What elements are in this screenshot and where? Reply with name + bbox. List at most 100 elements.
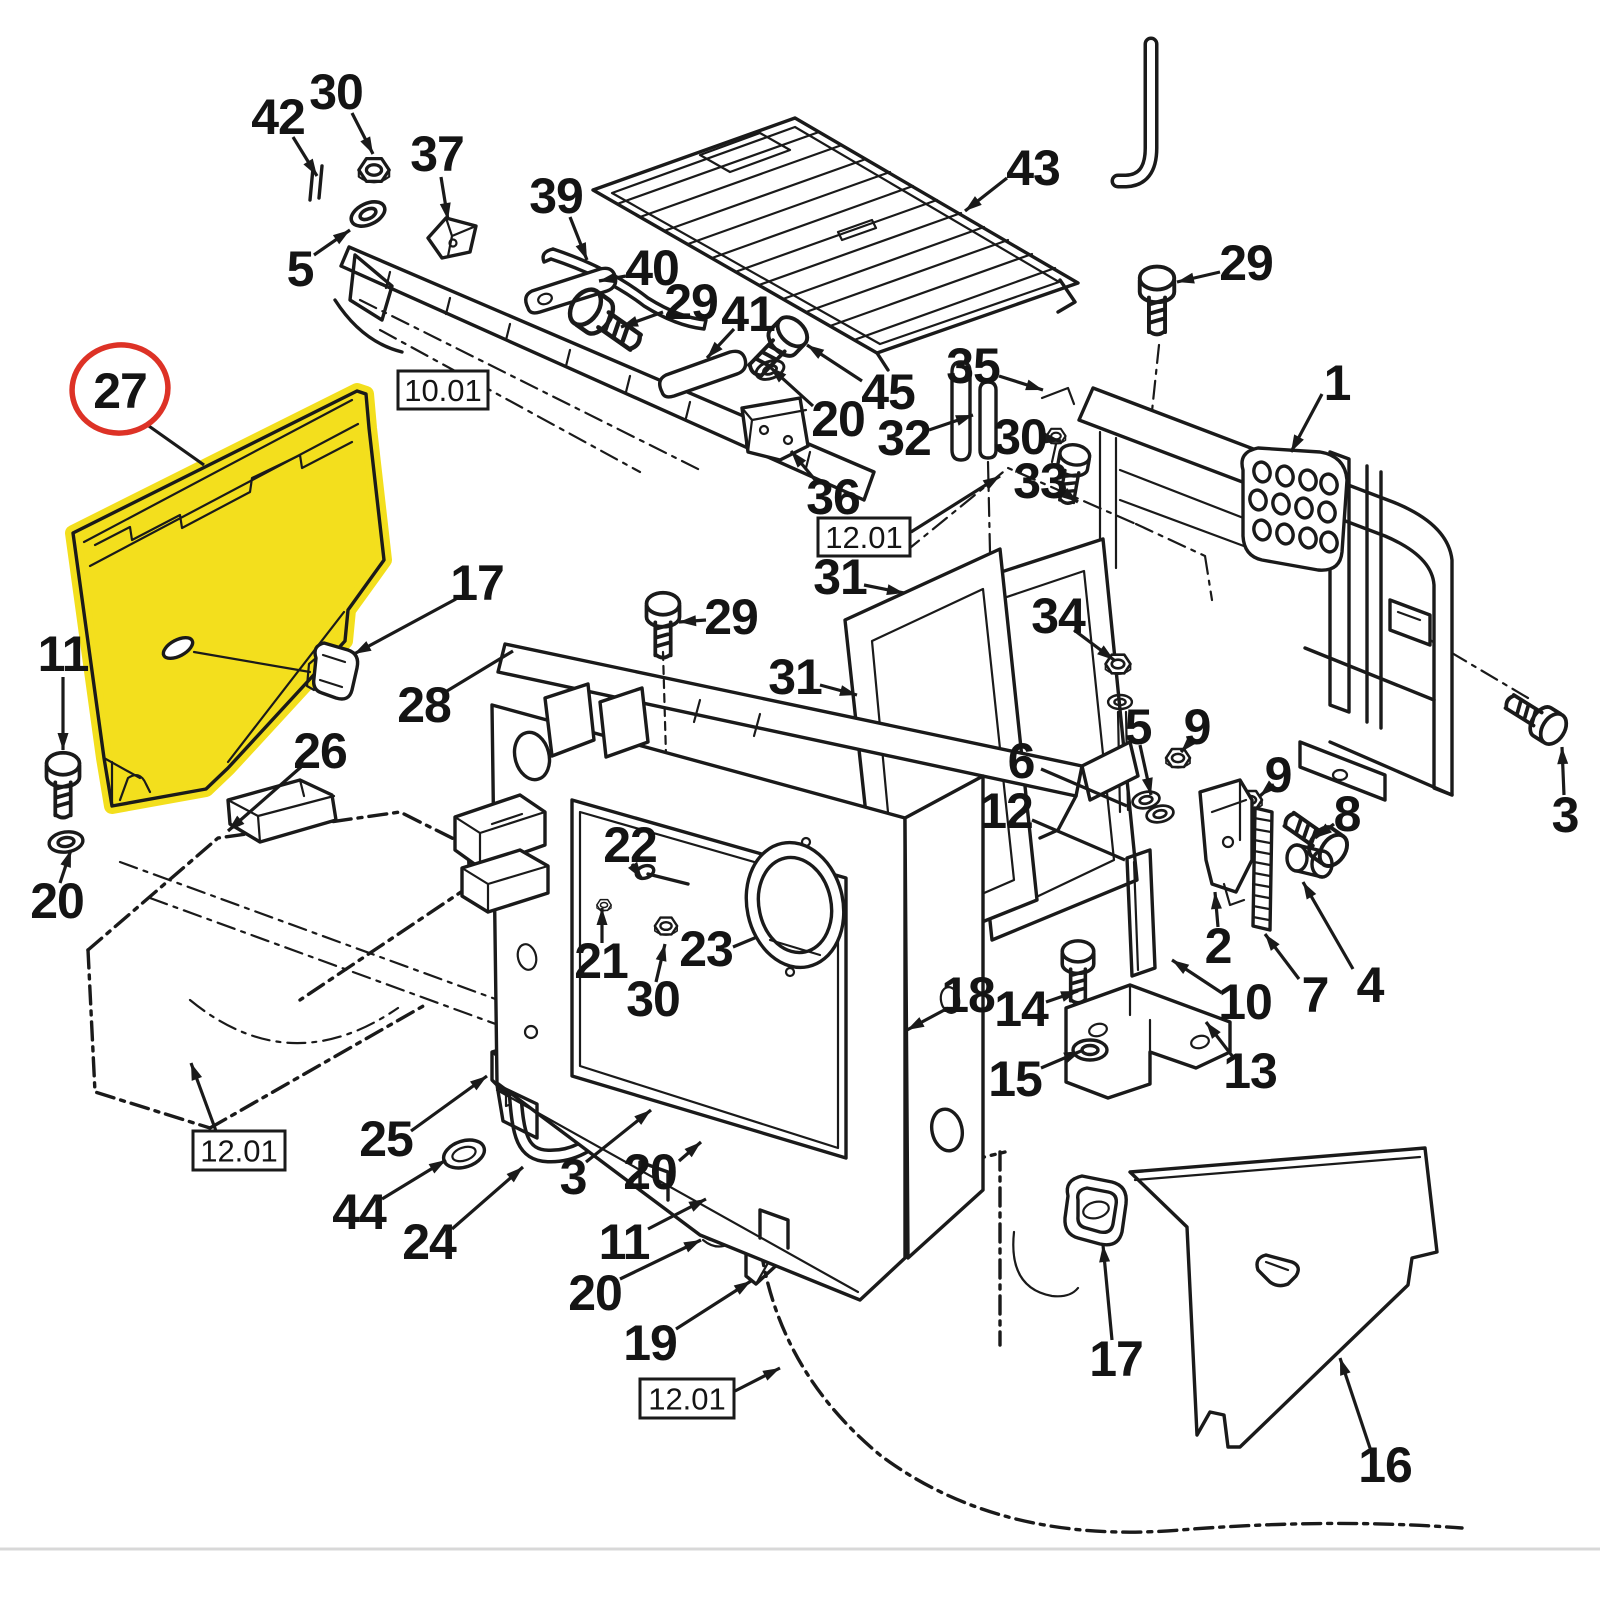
part-10-01-rail-assembly	[308, 156, 876, 502]
callout-37-2: 37	[410, 126, 465, 221]
leader-arrowhead	[679, 615, 697, 627]
callout-number: 2	[1205, 918, 1232, 974]
leader-arrowhead	[332, 230, 350, 245]
leader-arrowhead	[688, 1199, 706, 1212]
leader-line	[145, 422, 205, 467]
leader-arrowhead	[762, 1368, 780, 1381]
leader-arrowhead	[807, 345, 825, 359]
leader-arrowhead	[1315, 823, 1332, 838]
callout-number: 13	[1223, 1043, 1277, 1099]
left-bolt-11-washer-20	[44, 750, 86, 856]
leader-arrowhead	[965, 196, 982, 211]
leader-arrowhead	[955, 415, 973, 426]
callout-45-9: 45	[806, 343, 916, 420]
callout-14-40: 14	[994, 981, 1079, 1037]
callout-number: 19	[623, 1315, 677, 1371]
callout-20-51: 20	[623, 1140, 703, 1200]
callout-number: 1	[1324, 355, 1351, 411]
callout-number: 8	[1334, 786, 1361, 842]
o-ring-44	[441, 1138, 487, 1170]
callout-number: 29	[704, 589, 758, 645]
leader-arrowhead	[839, 685, 857, 696]
callout-33-15: 33	[1013, 453, 1079, 509]
leader-line	[441, 649, 514, 696]
callout-number: 16	[1358, 1437, 1412, 1493]
part-27-highlighted-panel[interactable]	[65, 383, 392, 814]
ref-box-label: 12.01	[648, 1382, 726, 1417]
leader-arrowhead	[621, 316, 639, 327]
leader-arrowhead	[733, 1281, 751, 1295]
callout-3-50: 3	[560, 1108, 652, 1205]
callout-number: 27	[93, 363, 147, 419]
callout-13-39: 13	[1204, 1021, 1278, 1099]
callout-number: 17	[450, 555, 504, 611]
leader-arrowhead	[470, 1076, 487, 1091]
leader-arrowhead	[634, 1110, 651, 1125]
leader-arrowhead	[982, 476, 1000, 490]
callout-number: 45	[861, 364, 915, 420]
callout-number: 29	[664, 274, 718, 330]
leader-line	[732, 935, 758, 949]
callout-number: 33	[1013, 453, 1067, 509]
callout-30-45: 30	[626, 943, 681, 1027]
leader-arrowhead	[596, 908, 608, 925]
callout-number: 9	[1184, 699, 1211, 755]
callout-number: 34	[1031, 588, 1086, 644]
callout-32-13: 32	[877, 410, 974, 466]
callout-40-5: 40	[598, 240, 680, 296]
callout-number: 30	[626, 971, 680, 1027]
callout-number: 44	[332, 1184, 387, 1240]
part-43-grille	[591, 116, 1080, 372]
callout-number: 40	[625, 240, 679, 296]
callout-number: 37	[410, 126, 464, 182]
callout-26-26: 26	[226, 723, 348, 833]
callout-number: 25	[359, 1111, 413, 1167]
bracket-13-mount	[1060, 939, 1232, 1100]
leader-arrowhead	[1097, 645, 1114, 660]
leader-arrowhead	[1141, 777, 1153, 795]
callout-8-33: 8	[1314, 786, 1362, 842]
callout-number: 4	[1357, 957, 1385, 1013]
leader-arrowhead	[1025, 379, 1043, 391]
bolt-29-top-right	[1137, 264, 1177, 337]
callout-number: 20	[30, 873, 84, 929]
leader-arrowhead	[1181, 735, 1197, 752]
callout-29-6: 29	[620, 274, 719, 330]
callout-39-4: 39	[529, 168, 589, 261]
callout-number: 30	[309, 64, 363, 120]
callout-24-49: 24	[402, 1165, 525, 1270]
callout-number: 12	[979, 783, 1033, 839]
callout-number: 5	[287, 241, 314, 297]
callout-number: 9	[1265, 747, 1292, 803]
callout-9-30: 9	[1258, 747, 1292, 803]
callout-10-38: 10	[1171, 958, 1273, 1030]
leader-line	[1031, 818, 1126, 862]
leader-arrowhead	[1063, 1051, 1081, 1063]
callout-42-0: 42	[251, 89, 319, 177]
part-18-center-panel	[453, 682, 985, 1302]
callout-5-3: 5	[287, 228, 351, 297]
leader-arrowhead	[191, 1063, 203, 1081]
callout-16-55: 16	[1338, 1357, 1413, 1493]
callout-11-25: 11	[38, 626, 90, 750]
exploded-view-artwork	[0, 36, 1600, 1551]
leader-arrowhead	[886, 584, 904, 596]
callout-number: 31	[768, 649, 822, 705]
leader-arrowhead	[627, 861, 642, 879]
leader-line	[910, 474, 1001, 534]
callout-43-8: 43	[964, 140, 1061, 213]
leader-arrowhead	[1260, 780, 1277, 796]
callout-22-43: 22	[603, 817, 658, 880]
leader-arrowhead	[1060, 487, 1078, 502]
leader-arrowhead	[1265, 934, 1280, 951]
callout-number: 28	[397, 677, 451, 733]
part-28-support-bar	[496, 590, 1140, 840]
ref-box-label: 12.01	[200, 1134, 278, 1169]
callout-36-11: 36	[789, 449, 861, 525]
ref-box-12.01-1: 12.01	[816, 474, 1001, 558]
callout-19-54: 19	[623, 1279, 752, 1371]
callout-number: 24	[402, 1214, 457, 1270]
callout-number: 5	[1125, 699, 1152, 755]
